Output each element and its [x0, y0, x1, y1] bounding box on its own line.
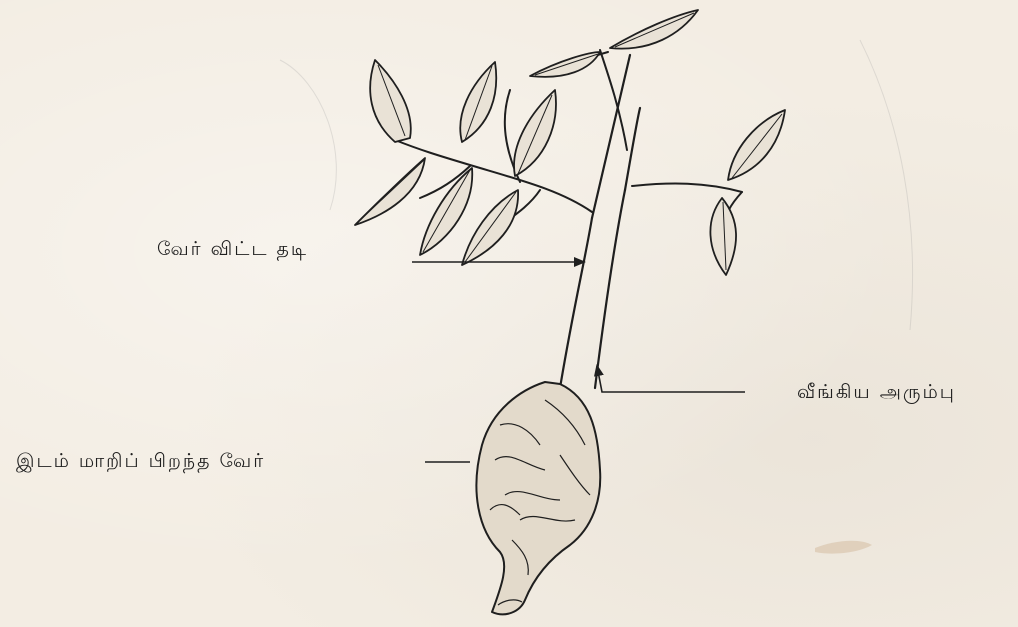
rooted-stem-label: வேர் விட்ட தடி: [157, 240, 308, 259]
leaf: [370, 60, 411, 142]
swollen-bud-pointer: [597, 366, 745, 392]
main-stem: [560, 55, 640, 388]
leaf: [610, 10, 698, 49]
root-mass: [476, 382, 600, 614]
leaf: [514, 90, 556, 176]
adventitious-root-label: இடம் மாறிப் பிறந்த வேர்: [16, 452, 265, 471]
leaves: [355, 10, 785, 275]
leaf: [460, 62, 496, 142]
swollen-bud-label: வீங்கிய அரும்பு: [797, 383, 956, 402]
